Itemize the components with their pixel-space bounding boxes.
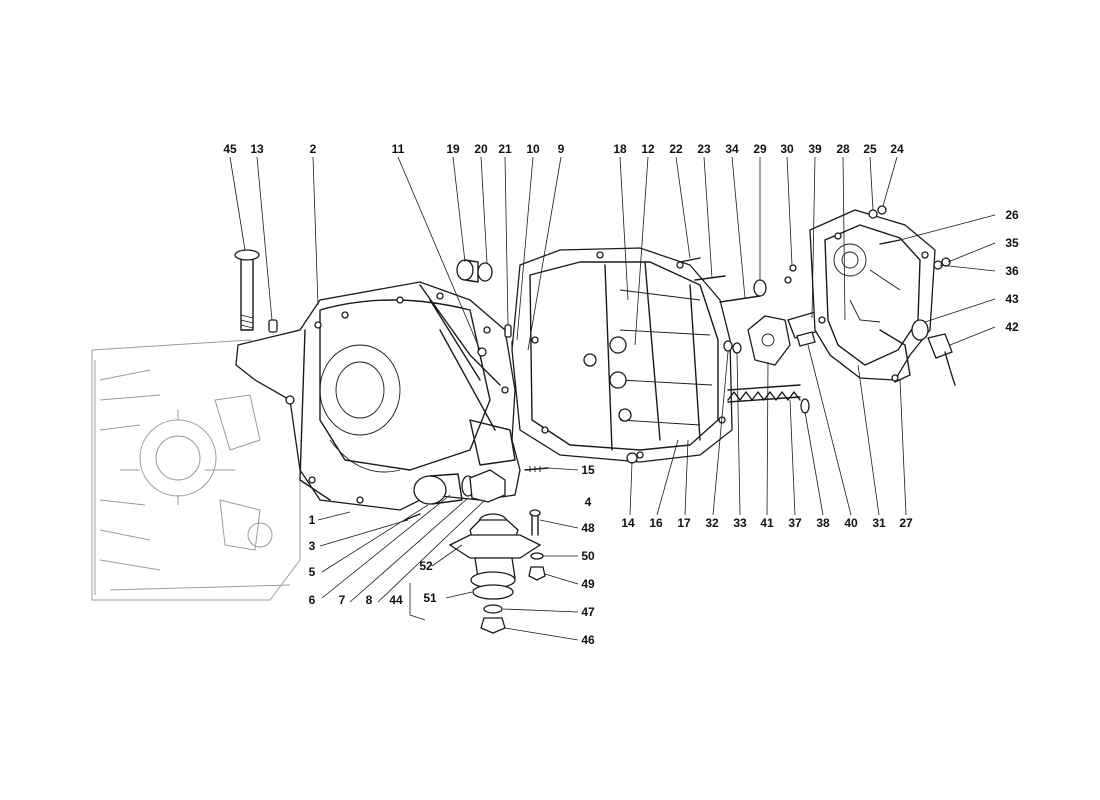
callout-label: 24 [890,142,904,156]
callout-label: 29 [753,142,767,156]
nut-46 [480,617,506,634]
bushing-29 [753,279,767,297]
callout-label: 46 [581,633,595,647]
callout-label: 51 [423,591,437,605]
callout-label: 11 [392,142,405,156]
callout-label: 36 [1005,264,1019,278]
callout-label: 42 [1005,320,1019,334]
seal-20 [477,262,493,282]
callout-label: 22 [669,142,683,156]
callout-label: 45 [223,142,237,156]
callout-label: 34 [725,142,739,156]
callout-label: 12 [641,142,655,156]
plate-51 [472,584,514,600]
callout-label: 13 [250,142,264,156]
bushing-19 [456,259,479,283]
callout-label: 10 [526,142,540,156]
callout-label: 50 [581,549,595,563]
callout-label: 31 [872,516,886,530]
sensor-42 [927,333,956,386]
callout-label: 20 [474,142,488,156]
callout-label: 7 [339,593,346,607]
callout-label: 52 [419,559,433,573]
callout-label: 14 [621,516,635,530]
seal-43 [911,319,929,341]
clutch-housing [235,281,521,511]
callout-label: 1 [309,513,316,527]
callout-label: 41 [760,516,774,530]
stud-34 [719,295,761,303]
callout-label: 3 [309,539,316,553]
bolt-48 [529,509,541,536]
release-bearing [413,469,506,505]
engine-mount [448,513,542,589]
callout-label: 15 [581,463,595,477]
callout-label: 32 [705,516,719,530]
callout-label: 2 [310,142,317,156]
callout-label: 4 [585,495,592,509]
callout-label: 18 [613,142,627,156]
washers-32-33 [723,340,742,354]
callout-label: 37 [788,516,802,530]
callout-label: 47 [581,605,595,619]
nut-25 [868,209,878,219]
callout-label: 40 [844,516,858,530]
leader-lines [229,156,996,641]
callout-label: 9 [558,142,565,156]
bolt-45 [234,249,260,331]
callout-label: 25 [863,142,877,156]
callout-label: 48 [581,521,595,535]
callout-label: 38 [816,516,830,530]
stud-15 [524,466,549,472]
callout-label: 21 [498,142,512,156]
washer-47 [483,604,503,614]
washer-50 [530,552,544,560]
callout-label: 17 [677,516,691,530]
nut-24 [877,205,887,215]
callout-label: 6 [309,593,316,607]
stud-22 [679,257,701,263]
rear-cover [809,209,936,383]
callout-label: 19 [446,142,460,156]
callout-label: 23 [697,142,711,156]
callout-label: 35 [1005,236,1019,250]
pin-21 [504,324,512,338]
callout-label: 28 [836,142,850,156]
shaft-40 [796,331,816,347]
engine-block-ghost [91,339,301,601]
callout-label: 49 [581,577,595,591]
gearbox-case [511,247,733,464]
callout-label: 43 [1005,292,1019,306]
washer-30 [784,264,797,284]
callout-label: 44 [389,593,403,607]
bolt-3 [404,513,421,521]
callout-label: 8 [366,593,373,607]
pin-13 [268,319,278,333]
stud-26 [879,239,901,245]
callout-label: 27 [899,516,913,530]
spring-37 [727,384,801,403]
callout-labels: 45 13 2 11 19 20 21 10 9 18 12 22 23 34 … [223,142,1019,647]
callout-label: 30 [780,142,794,156]
callout-label: 26 [1005,208,1019,222]
stud-23 [694,275,726,281]
nut-49 [528,566,546,581]
seal-38 [800,398,810,414]
callout-label: 39 [808,142,822,156]
callout-label: 5 [309,565,316,579]
callout-label: 33 [733,516,747,530]
callout-label: 16 [649,516,663,530]
flange-41 [747,315,791,366]
